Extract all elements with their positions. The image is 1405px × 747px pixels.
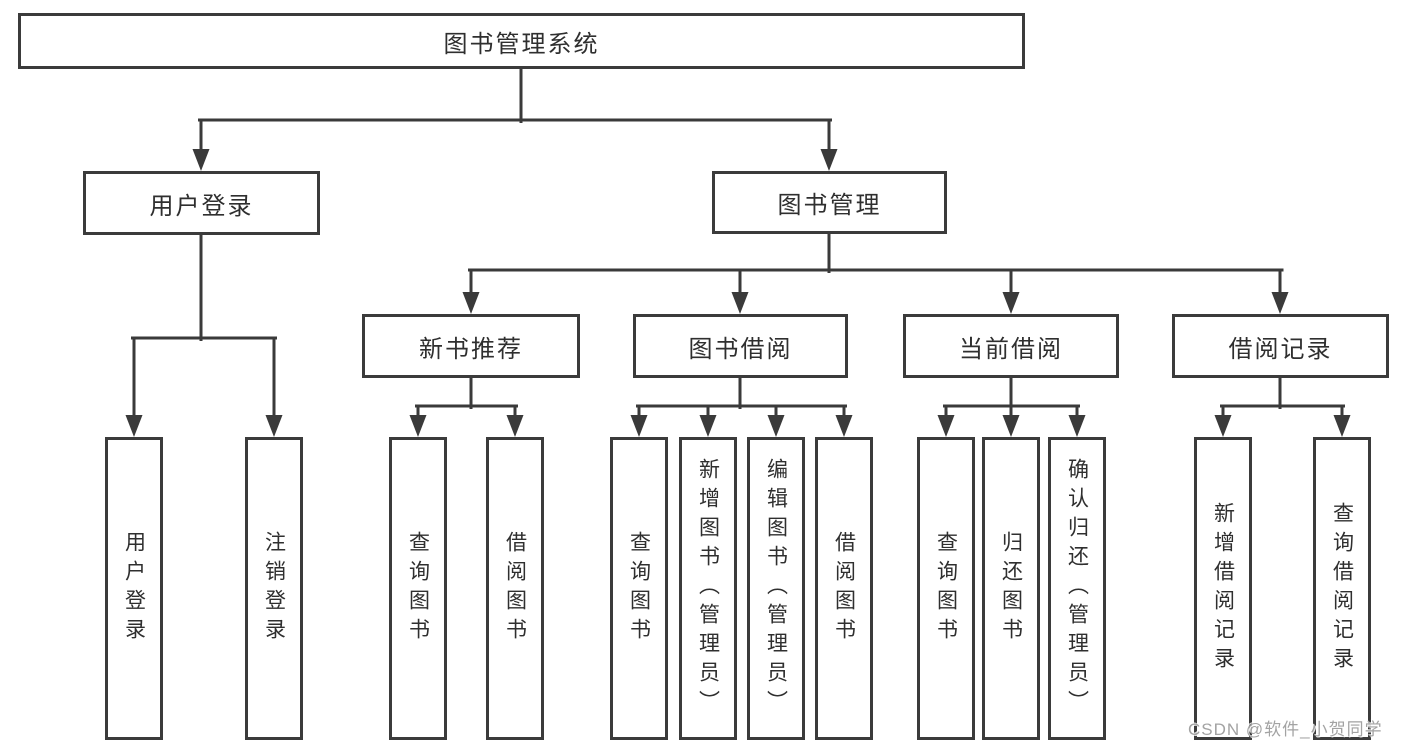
node-borrow-records-label: 借阅记录 <box>1228 335 1333 363</box>
connector-book-mgmt <box>462 232 1289 314</box>
leaf-add-borrow-record: 新增借阅记录 <box>1194 437 1252 740</box>
arrowhead-icon <box>192 149 210 171</box>
connector-new-book-rec <box>409 376 524 437</box>
arrowhead-icon <box>835 415 853 437</box>
leaf-user-login: 用户登录 <box>105 437 163 740</box>
connector-current-borrow <box>937 376 1086 437</box>
leaf-query-borrow-record: 查询借阅记录 <box>1313 437 1371 740</box>
leaf-query-book-2: 查询图书 <box>610 437 668 740</box>
leaf-confirm-return-admin: 确认归还（管理员） <box>1048 437 1106 740</box>
leaf-query-book-1: 查询图书 <box>389 437 447 740</box>
leaf-label: 确认归还（管理员） <box>1065 458 1089 719</box>
arrowhead-icon <box>125 415 143 437</box>
arrowhead-icon <box>731 292 749 314</box>
leaf-label: 用户登录 <box>122 530 146 647</box>
leaf-label: 新增借阅记录 <box>1211 501 1235 676</box>
leaf-label: 借阅图书 <box>503 530 527 647</box>
arrowhead-icon <box>1068 415 1086 437</box>
arrowhead-icon <box>820 149 838 171</box>
node-book-borrow-label: 图书借阅 <box>688 335 793 363</box>
arrowhead-icon <box>630 415 648 437</box>
leaf-borrow-book-2: 借阅图书 <box>815 437 873 740</box>
leaf-label: 新增图书（管理员） <box>696 458 720 719</box>
node-book-mgmt-label: 图书管理 <box>777 192 882 219</box>
arrowhead-icon <box>506 415 524 437</box>
connector-user-login <box>125 233 283 437</box>
arrowhead-icon <box>1333 415 1351 437</box>
connector-borrow-records <box>1214 376 1351 437</box>
leaf-return-book: 归还图书 <box>982 437 1040 740</box>
leaf-logout: 注销登录 <box>245 437 303 740</box>
node-book-borrow: 图书借阅 <box>633 314 848 378</box>
leaf-label: 归还图书 <box>999 530 1023 647</box>
leaf-label: 借阅图书 <box>832 530 856 647</box>
leaf-label: 编辑图书（管理员） <box>764 458 788 719</box>
arrowhead-icon <box>699 415 717 437</box>
arrowhead-icon <box>265 415 283 437</box>
leaf-add-book-admin: 新增图书（管理员） <box>679 437 737 740</box>
node-new-book-rec-label: 新书推荐 <box>419 335 523 363</box>
arrowhead-icon <box>937 415 955 437</box>
arrowhead-icon <box>462 292 480 314</box>
arrowhead-icon <box>1214 415 1232 437</box>
node-current-borrow-label: 当前借阅 <box>959 335 1063 363</box>
leaf-label: 查询图书 <box>627 530 651 647</box>
node-book-mgmt: 图书管理 <box>712 171 947 234</box>
arrowhead-icon <box>409 415 427 437</box>
connector-book-borrow <box>630 376 853 437</box>
node-borrow-records: 借阅记录 <box>1172 314 1389 378</box>
leaf-query-book-3: 查询图书 <box>917 437 975 740</box>
connector-root <box>192 67 838 171</box>
csdn-watermark: CSDN @软件_小贺同学 <box>1188 720 1383 739</box>
node-root: 图书管理系统 <box>18 13 1025 69</box>
arrowhead-icon <box>1271 292 1289 314</box>
leaf-label: 查询图书 <box>934 530 958 647</box>
node-new-book-rec: 新书推荐 <box>362 314 580 378</box>
arrowhead-icon <box>1002 415 1020 437</box>
arrowhead-icon <box>1002 292 1020 314</box>
node-user-login: 用户登录 <box>83 171 320 235</box>
leaf-label: 查询借阅记录 <box>1330 501 1354 676</box>
leaf-label: 注销登录 <box>262 530 286 647</box>
arrowhead-icon <box>767 415 785 437</box>
node-user-login-label: 用户登录 <box>149 192 254 220</box>
leaf-borrow-book-1: 借阅图书 <box>486 437 544 740</box>
node-root-label: 图书管理系统 <box>443 30 600 58</box>
leaf-edit-book-admin: 编辑图书（管理员） <box>747 437 805 740</box>
node-current-borrow: 当前借阅 <box>903 314 1119 378</box>
leaf-label: 查询图书 <box>406 530 430 647</box>
